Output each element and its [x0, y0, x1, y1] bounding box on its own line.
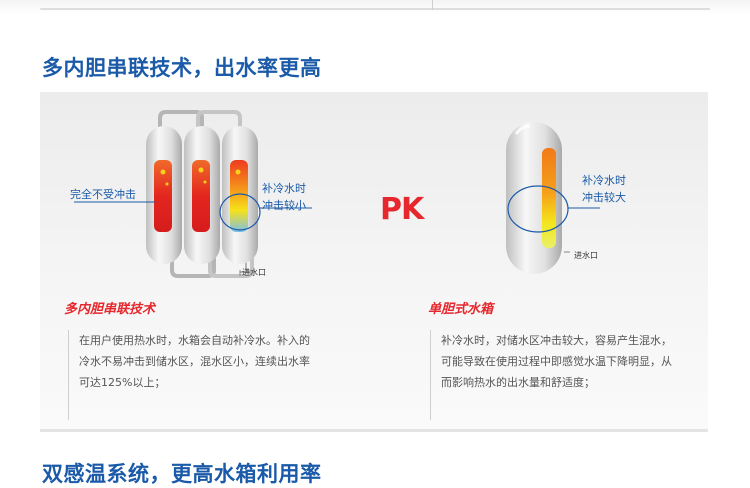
single-desc-line-1: 补冷水时，对储水区冲击较大，容易产生混水， [441, 334, 672, 347]
multi-tank-subtitle: 多内胆串联技术 [64, 302, 156, 317]
previous-panel-divider [432, 0, 433, 10]
multi-desc-line-1: 在用户使用热水时，水箱会自动补冷水。补入的 [79, 334, 310, 347]
single-tank-subtitle: 单胆式水箱 [428, 302, 494, 317]
tank-comparison-illustration [74, 110, 600, 278]
left-inlet-label: 进水口 [242, 268, 266, 277]
previous-section-edge [0, 0, 750, 14]
previous-panel-border [40, 8, 710, 10]
right-inlet-label: 进水口 [574, 251, 598, 260]
single-desc-line-3: 而影响热水的出水量和舒适度； [441, 376, 595, 389]
no-impact-callout: 完全不受冲击 [70, 188, 136, 201]
next-section-title: 双感温系统，更高水箱利用率 [42, 462, 322, 486]
multi-tank-diagram [74, 110, 312, 278]
large-impact-line-2: 冲击较大 [582, 191, 626, 204]
pk-label: PK [380, 192, 424, 227]
large-impact-callout: 补冷水时 冲击较大 [582, 172, 626, 206]
multi-desc-line-2: 冷水不易冲击到储水区，混水区小，连续出水率 [79, 355, 310, 368]
large-impact-line-1: 补冷水时 [582, 174, 626, 187]
multi-desc-line-3: 可达125%以上； [79, 376, 166, 389]
small-impact-line-1: 补冷水时 [262, 182, 306, 195]
small-impact-line-2: 冲击较小 [262, 199, 306, 212]
single-desc-line-2: 可能导致在使用过程中即感觉水温下降明显，从 [441, 355, 672, 368]
comparison-panel: 完全不受冲击 补冷水时 冲击较小 进水口 PK 补冷水时 冲击较大 进水口 多内… [40, 92, 708, 432]
small-impact-callout: 补冷水时 冲击较小 [262, 180, 306, 214]
multi-tank-description: 在用户使用热水时，水箱会自动补冷水。补入的 冷水不易冲击到储水区，混水区小，连续… [68, 330, 351, 420]
section-title: 多内胆串联技术，出水率更高 [42, 56, 322, 80]
single-tank-diagram [506, 122, 600, 274]
single-tank-description: 补冷水时，对储水区冲击较大，容易产生混水， 可能导致在使用过程中即感觉水温下降明… [430, 330, 713, 420]
